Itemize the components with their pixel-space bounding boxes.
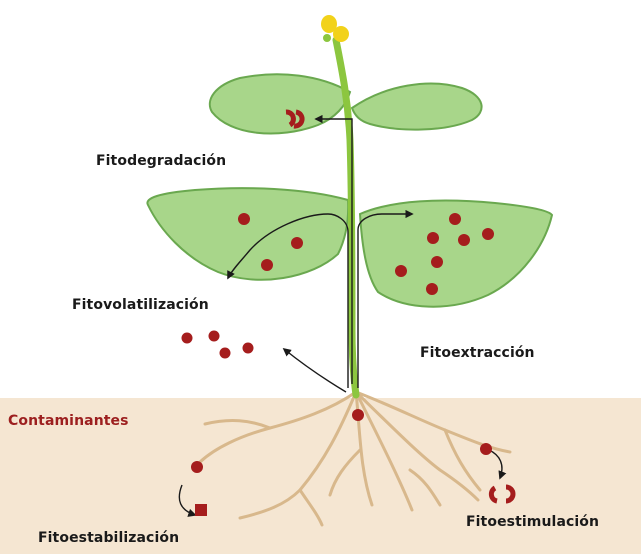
contaminants-volatilized xyxy=(182,331,254,359)
leaf-upper-left xyxy=(210,74,350,133)
label-fitovolatilizacion: Fitovolatilización xyxy=(72,297,209,313)
label-fitoextraccion: Fitoextracción xyxy=(420,345,535,361)
leaf-upper-right xyxy=(352,84,482,130)
label-contaminantes: Contaminantes xyxy=(8,413,129,429)
flower xyxy=(321,15,349,42)
label-fitoestabilizacion: Fitoestabilización xyxy=(38,530,179,546)
label-fitodegradacion: Fitodegradación xyxy=(96,153,226,169)
leaf-lower-left xyxy=(147,188,348,280)
label-fitoestimulacion: Fitoestimulación xyxy=(466,514,599,530)
